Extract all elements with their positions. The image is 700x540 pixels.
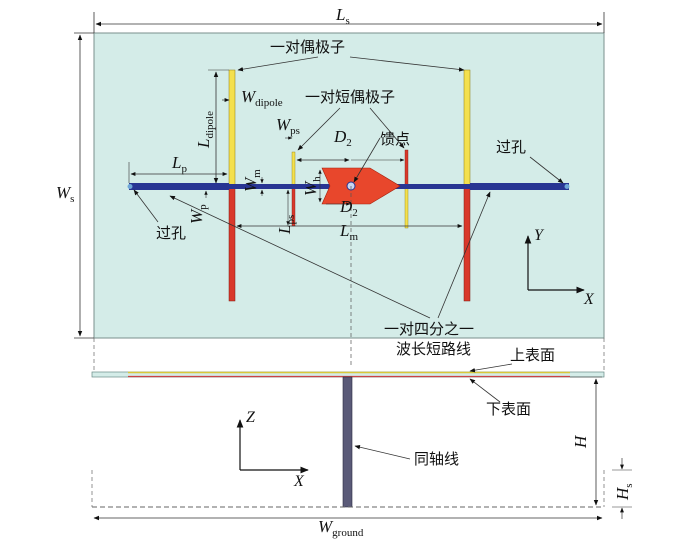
top-y-axis-label: Y (534, 227, 545, 244)
via-right-label: 过孔 (496, 138, 526, 156)
feed-patch (321, 167, 401, 205)
right-short-dipole-top (404, 149, 409, 186)
wps-label: Wps (276, 115, 300, 137)
coaxial-line (342, 376, 353, 508)
wground-label: Wground (318, 517, 364, 539)
short-dipole-pair-label: 一对短偶极子 (305, 88, 395, 106)
right-short-dipole-bottom (404, 187, 409, 229)
dipole-pair-label: 一对偶极子 (270, 38, 345, 56)
ldipole-label: Ldipole (194, 111, 216, 149)
wm-label: Wm (241, 169, 263, 192)
left-via (127, 184, 133, 189)
coax-label: 同轴线 (414, 450, 459, 468)
lp-label: Lp (171, 153, 187, 175)
hs-label: Hs (613, 483, 635, 501)
feed-point-label: 馈点 (380, 130, 410, 148)
right-via (564, 184, 570, 189)
left-short-dipole-top (291, 151, 296, 186)
lps-label: Lps (275, 215, 297, 235)
quarter-wave-label-line2: 波长短路线 (396, 340, 471, 358)
wdipole-label: Wdipole (241, 87, 283, 109)
lm-label: Lm (339, 221, 358, 243)
d2-bottom-label: D2 (339, 197, 358, 219)
left-dipole-top-arm (228, 69, 236, 186)
bottom-z-axis-label: Z (246, 409, 256, 426)
ws-label: Ws (56, 183, 74, 205)
bottom-x-axis-label: X (293, 473, 305, 490)
left-dipole-bottom-arm (228, 187, 236, 302)
ls-label: Ls (335, 5, 350, 27)
right-thick-segment (470, 183, 569, 190)
via-left-label: 过孔 (156, 224, 186, 242)
top-x-axis-label: X (583, 291, 595, 308)
right-dipole-bottom-arm (463, 187, 471, 302)
bottom-surface-label: 下表面 (486, 400, 531, 418)
left-thick-segment (129, 183, 229, 190)
wp-label: Wp (187, 204, 209, 224)
d2-top-label: D2 (333, 127, 352, 149)
top-surface-label: 上表面 (510, 346, 555, 364)
wh-label: Wh (301, 176, 323, 196)
right-dipole-top-arm (463, 69, 471, 186)
h-label: H (571, 434, 590, 449)
quarter-wave-label-line1: 一对四分之一 (384, 320, 474, 338)
